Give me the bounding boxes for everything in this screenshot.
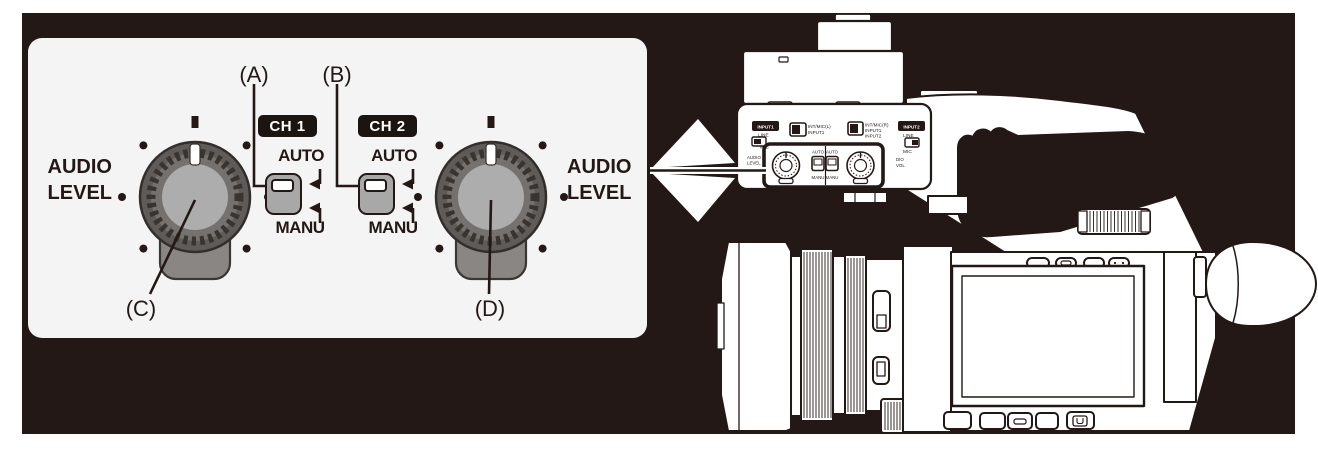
ch2-auto-label: AUTO <box>371 146 417 165</box>
input1-badge <box>752 121 779 131</box>
eyecup <box>1205 240 1317 328</box>
dial-indicator-mark <box>485 143 497 166</box>
ref-label-c: (C) <box>125 296 157 321</box>
ch2-manu-label: MANU <box>368 218 419 237</box>
line-label-left: LINE <box>758 133 769 139</box>
accessory-rail <box>842 191 888 204</box>
lens-barrel <box>865 258 908 412</box>
ref-label-b: (B) <box>322 62 352 87</box>
audio-vol-tiny-line1: DIO <box>896 157 904 162</box>
ch2-badge: CH 2 <box>358 115 417 137</box>
ch2-switch-slider <box>364 179 387 192</box>
input1-l-label: INPUT1 <box>808 130 825 135</box>
audio-level-left-line1: AUDIO <box>47 156 112 178</box>
body-bottom-button-1 <box>943 411 972 430</box>
audio-level-tiny-line1: AUDIO <box>747 155 761 160</box>
camera-audio-panel-controls: INPUT1 LINE MIC INT/MIC(L) INPUT1 INT/MI… <box>747 121 925 189</box>
body-bottom-button-2 <box>979 412 1006 430</box>
camcorder-line-drawing: INPUT1 LINE MIC INT/MIC(L) INPUT1 INT/MI… <box>650 13 1317 434</box>
input2-badge <box>898 121 925 131</box>
audio-level-left-line2: LEVEL <box>47 182 112 204</box>
mic-label-right: MIC <box>903 149 912 155</box>
lens-assembly <box>716 241 954 434</box>
input2-r-label: INPUT2 <box>865 134 882 139</box>
arrow-lower-wing <box>652 173 735 222</box>
audio-level-label-left: AUDIO LEVEL <box>42 154 112 206</box>
body-bottom-button-4 <box>1035 412 1059 430</box>
int-mic-l-label: INT/MIC(L) <box>808 124 831 129</box>
input1-r-label: INPUT1 <box>865 128 882 133</box>
audio-controls-callout-panel: AUDIO LEVEL AUDIO LEVEL <box>28 38 647 338</box>
lens-hood <box>720 241 792 432</box>
ref-label-a: (A) <box>239 62 269 87</box>
dial-knob-face <box>162 164 228 230</box>
audio-level-tiny-line2: LEVEL <box>747 161 761 166</box>
top-handle <box>842 89 1206 253</box>
magnification-arrow <box>650 119 770 222</box>
audio-level-dial-ch2 <box>414 116 568 281</box>
dial-knob-face <box>458 164 524 230</box>
magnified-area-highlight-box <box>762 142 885 189</box>
viewfinder-latch <box>1193 256 1207 298</box>
ch1-switch-slider <box>271 179 294 192</box>
arrow-upper-wing <box>652 119 735 168</box>
audio-vol-tiny-line2: VOL <box>896 163 905 168</box>
ch1-auto-manu-switch <box>265 173 302 215</box>
camera-body <box>943 251 1217 432</box>
mini-ch2-manu-label: MANU <box>826 175 839 180</box>
audio-compartment-lid <box>741 49 906 106</box>
ch2-auto-manu-switch <box>358 173 395 215</box>
viewfinder <box>1163 240 1317 403</box>
lcd-screen <box>961 275 1135 398</box>
audio-level-right-line2: LEVEL <box>567 182 632 204</box>
audio-level-label-right: AUDIO LEVEL <box>567 154 647 206</box>
ch1-manu-label: MANU <box>275 218 326 237</box>
int-mic-r-label: INT/MIC(R) <box>865 123 889 128</box>
line-label-right: LINE <box>903 133 914 139</box>
ch1-auto-label: AUTO <box>278 146 324 165</box>
input2-badge-label: INPUT2 <box>903 125 920 130</box>
dial-position-dots <box>414 116 568 253</box>
mini-ch1-auto-label: AUTO <box>812 150 825 155</box>
u-button-icon <box>1072 415 1088 427</box>
mini-ch2-auto-label: AUTO <box>826 150 839 155</box>
input1-badge-label: INPUT1 <box>757 125 774 130</box>
ref-label-d: (D) <box>474 296 506 321</box>
microphone-holder <box>815 19 894 56</box>
mini-ch1-manu-label: MANU <box>812 175 825 180</box>
audio-level-right-line1: AUDIO <box>567 156 632 178</box>
ch1-badge: CH 1 <box>258 115 317 137</box>
lens-hood-latch <box>716 302 725 350</box>
dial-indicator-mark <box>189 143 201 166</box>
viewfinder-arm <box>1163 249 1197 403</box>
